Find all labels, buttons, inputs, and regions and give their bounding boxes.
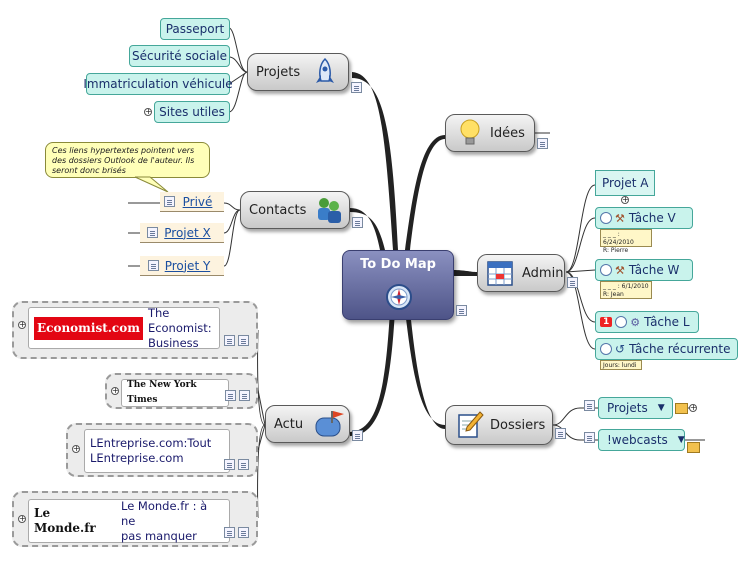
link-icon[interactable]	[584, 432, 595, 443]
pencil-document-icon	[458, 411, 484, 438]
link-idees	[405, 135, 445, 250]
priority-badge: 1	[600, 317, 613, 327]
progress-icon[interactable]	[600, 264, 612, 276]
admin-tache-recurrente[interactable]: ↺ Tâche récurrente	[595, 338, 738, 360]
branch-admin[interactable]: Admin	[477, 254, 565, 292]
recurrence-info: Jours: lundi	[600, 360, 642, 370]
lemonde-logo: Le Monde.fr	[34, 506, 96, 535]
calendar-icon	[487, 261, 513, 286]
expand-icon[interactable]: +	[18, 514, 26, 523]
notes-icon[interactable]	[238, 527, 249, 538]
contact-projet-x[interactable]: Projet X	[140, 223, 224, 243]
branch-actu[interactable]: Actu	[265, 405, 350, 443]
admin-tache-l[interactable]: 1 ⚙ Tâche L	[595, 311, 699, 333]
economist-logo: Economist.com	[34, 316, 143, 340]
dropdown-arrow-icon[interactable]: ▼	[657, 403, 665, 413]
notes-icon[interactable]	[351, 82, 362, 93]
actu-group-lentreprise[interactable]: + LEntreprise.com:Tout LEntreprise.com	[66, 423, 258, 477]
central-topic[interactable]: To Do Map	[342, 250, 454, 320]
expand-icon[interactable]: +	[18, 320, 26, 329]
link-projets	[352, 72, 398, 250]
nyt-card[interactable]: The New York Times	[121, 379, 229, 407]
notes-icon[interactable]	[352, 217, 363, 228]
link-contacts	[350, 208, 385, 250]
leaf-immatriculation[interactable]: Immatriculation véhicule	[83, 73, 233, 95]
notes-icon[interactable]	[238, 335, 249, 346]
expand-icon[interactable]: +	[144, 107, 152, 116]
people-icon	[318, 198, 342, 223]
gears-icon: ⚙	[630, 315, 641, 329]
progress-icon[interactable]	[600, 343, 612, 355]
actu-group-lemonde[interactable]: + Le Monde.fr Le Monde.fr : à ne pas man…	[12, 491, 258, 547]
contact-prive[interactable]: Privé	[160, 192, 224, 212]
link-icon	[147, 260, 159, 271]
branch-dossiers-label: Dossiers	[490, 417, 546, 433]
mailbox-icon	[315, 411, 345, 437]
notes-icon[interactable]	[352, 430, 363, 441]
folder-icon	[687, 442, 700, 453]
link-icon	[163, 196, 175, 207]
link-icon[interactable]	[224, 459, 235, 470]
branch-idees-label: Idées	[490, 125, 525, 141]
actu-group-nyt[interactable]: + The New York Times	[105, 373, 258, 409]
link-icon[interactable]	[584, 400, 595, 411]
lentreprise-card[interactable]: LEntreprise.com:Tout LEntreprise.com	[84, 429, 230, 473]
progress-icon[interactable]	[600, 212, 612, 224]
branch-dossiers[interactable]: Dossiers	[445, 405, 553, 445]
link-icon[interactable]	[225, 390, 236, 401]
notes-icon[interactable]	[456, 305, 467, 316]
branch-contacts[interactable]: Contacts	[240, 191, 350, 229]
contact-projet-y[interactable]: Projet Y	[140, 256, 224, 276]
dropdown-arrow-icon[interactable]: ▼	[677, 435, 685, 445]
link-dossiers	[405, 310, 445, 429]
branch-admin-label: Admin	[522, 265, 564, 281]
dossier-webcasts[interactable]: !webcasts ▼	[598, 429, 685, 451]
leaf-securite-sociale[interactable]: Sécurité sociale	[129, 45, 230, 67]
branch-projets[interactable]: Projets	[247, 53, 349, 91]
dossier-projets[interactable]: Projets ▼	[598, 397, 673, 419]
folder-icon	[675, 403, 688, 414]
expand-icon[interactable]: +	[689, 403, 697, 412]
lightbulb-icon	[460, 119, 480, 145]
hammer-icon: ⚒	[615, 211, 625, 225]
notes-icon[interactable]	[537, 138, 548, 149]
link-icon[interactable]	[224, 335, 235, 346]
recurrence-icon: ↺	[615, 342, 626, 356]
expand-icon[interactable]: +	[72, 444, 80, 453]
notes-icon[interactable]	[239, 390, 250, 401]
tache-w-info: _ _ _ : 6/1/2010 R: Jean	[600, 281, 652, 299]
lemonde-card[interactable]: Le Monde.fr Le Monde.fr : à ne pas manqu…	[28, 499, 230, 543]
admin-tache-v[interactable]: ⚒ Tâche V	[595, 207, 693, 229]
notes-icon[interactable]	[238, 459, 249, 470]
compass-icon	[386, 284, 412, 310]
hammer-icon: ⚒	[615, 263, 625, 277]
branch-actu-label: Actu	[274, 416, 304, 432]
central-topic-label: To Do Map	[360, 257, 436, 272]
economist-card[interactable]: Economist.com The Economist: Business	[28, 306, 220, 350]
callout-note: Ces liens hypertextes pointent vers des …	[45, 142, 210, 178]
link-admin	[453, 270, 477, 276]
link-icon	[147, 227, 159, 238]
tache-v-info: _ _ _ : 6/24/2010 R: Pierre	[600, 229, 652, 254]
expand-icon[interactable]: +	[621, 195, 629, 204]
branch-idees[interactable]: Idées	[445, 114, 535, 152]
callout-pointer	[134, 176, 169, 193]
leaf-passeport[interactable]: Passeport	[160, 18, 230, 40]
notes-icon[interactable]	[567, 277, 578, 288]
branch-projets-label: Projets	[256, 64, 301, 80]
admin-tache-w[interactable]: ⚒ Tâche W	[595, 259, 693, 281]
link-icon[interactable]	[224, 527, 235, 538]
link-actu	[350, 310, 395, 436]
leaf-sites-utiles[interactable]: Sites utiles	[154, 101, 230, 123]
branch-contacts-label: Contacts	[249, 202, 307, 218]
notes-icon[interactable]	[555, 428, 566, 439]
expand-icon[interactable]: +	[111, 386, 119, 395]
admin-projet-a[interactable]: Projet A	[595, 170, 655, 196]
rocket-icon	[316, 57, 335, 83]
actu-group-economist[interactable]: + Economist.com The Economist: Business	[12, 301, 258, 359]
nyt-logo: The New York Times	[127, 380, 197, 405]
progress-icon[interactable]	[615, 316, 628, 328]
